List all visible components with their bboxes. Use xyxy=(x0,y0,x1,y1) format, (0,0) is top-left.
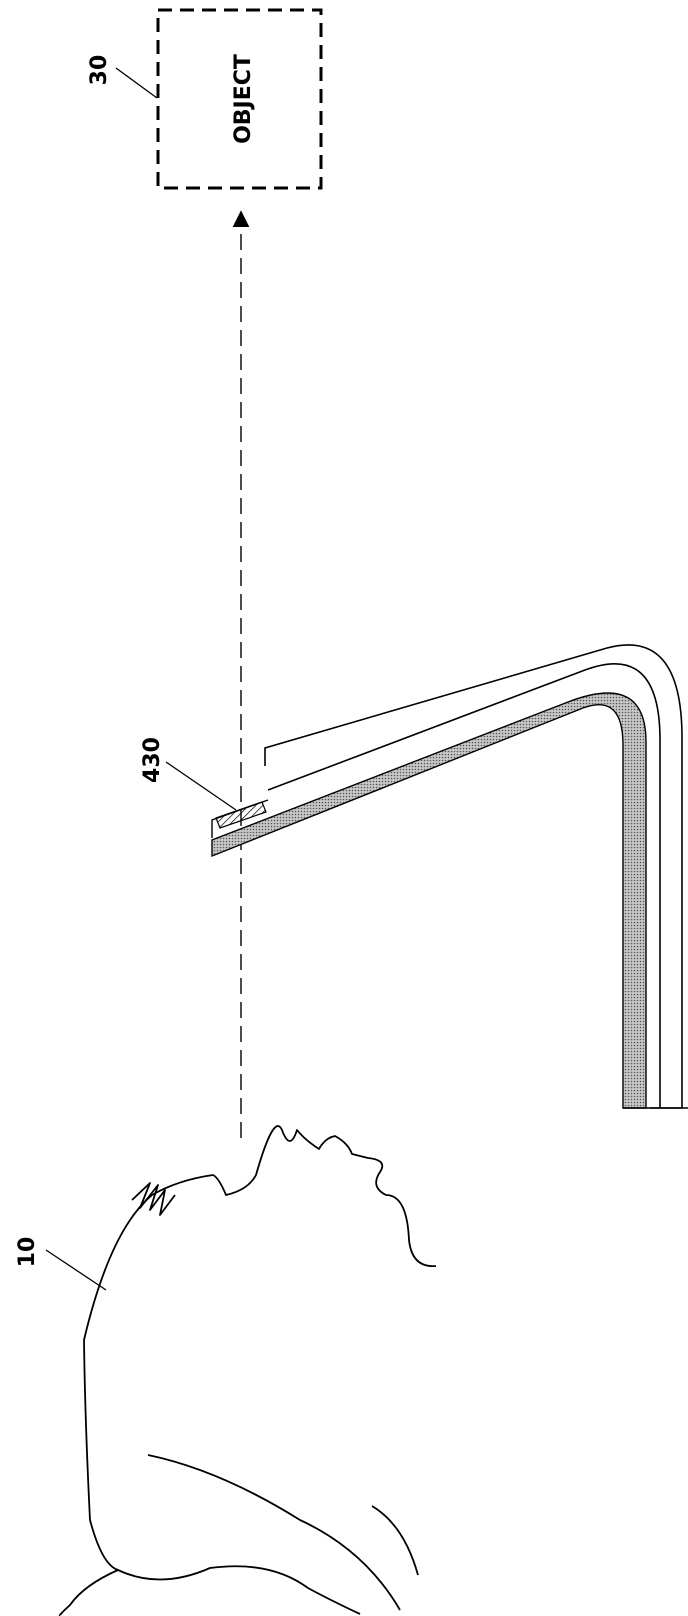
ref-person: 10 xyxy=(15,1237,107,1291)
windshield-structure xyxy=(211,644,688,1109)
object-box: OBJECT xyxy=(156,8,323,190)
ref-object: 30 xyxy=(87,55,158,99)
ref-label-object: 30 xyxy=(87,55,112,86)
sensor-element xyxy=(215,801,267,829)
ref-sensor: 430 xyxy=(140,737,237,811)
object-label: OBJECT xyxy=(231,54,256,144)
ref-label-person: 10 xyxy=(15,1237,40,1268)
person-head xyxy=(58,1125,437,1616)
ref-label-sensor: 430 xyxy=(140,737,165,783)
